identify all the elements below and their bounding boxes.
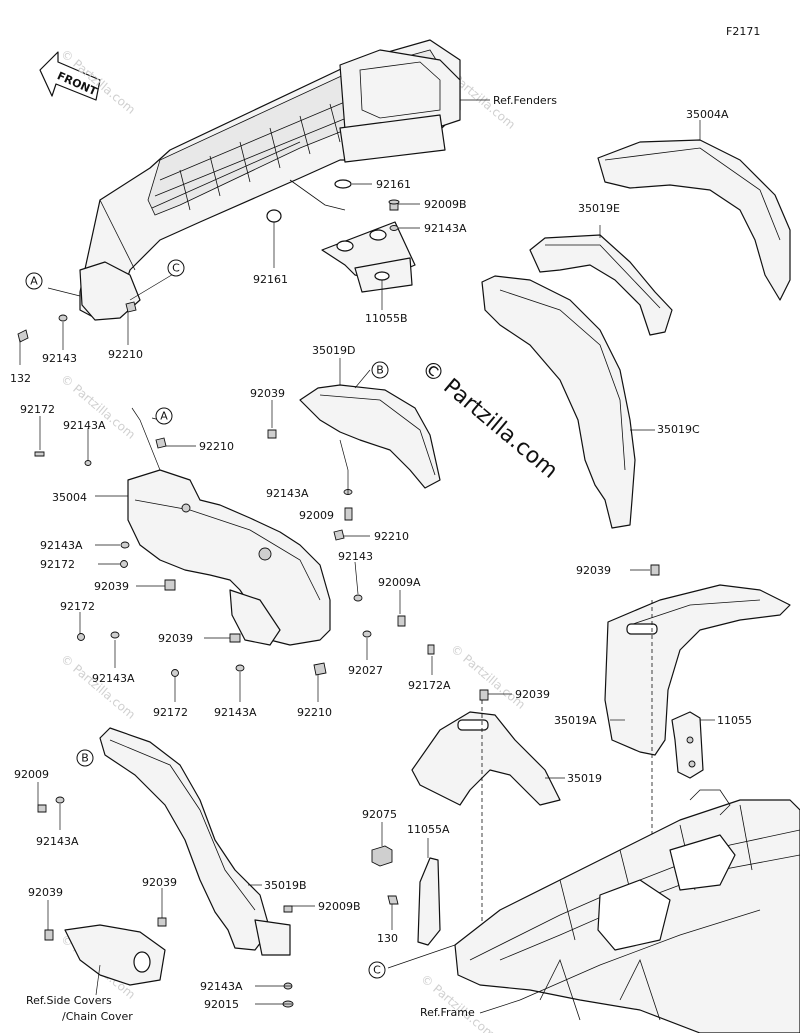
part-label: 92143A [214, 706, 257, 719]
part-label: 92143A [424, 222, 467, 235]
part-label: 92143A [266, 487, 309, 500]
part-label: 92009B [318, 900, 361, 913]
watermark-main: © Partzilla.com [416, 355, 562, 483]
part-label: 11055B [365, 312, 408, 325]
hardware-items [17, 301, 660, 1008]
part-label: 92143A [92, 672, 135, 685]
part-label: 92143A [36, 835, 79, 848]
svg-text:B: B [81, 752, 89, 765]
callout-b-bottom: B [76, 749, 94, 767]
part-labels: 35004A 35019E 35019C 35019D 35004 35019A… [10, 108, 752, 1011]
fender-35004a [597, 139, 791, 301]
part-label: 35019E [578, 202, 620, 215]
fender-35019b [99, 727, 271, 951]
part-label: 92143A [40, 539, 83, 552]
svg-text:A: A [30, 275, 38, 288]
part-label: 92075 [362, 808, 397, 821]
ref-chain-cover: /Chain Cover [62, 1010, 133, 1023]
fender-35019d [299, 384, 441, 489]
ref-fenders: Ref.Fenders [493, 94, 557, 107]
part-label: 92015 [204, 998, 239, 1011]
part-label: 92143A [63, 419, 106, 432]
ref-side-covers: Ref.Side Covers [26, 994, 112, 1007]
bracket-11055b [289, 179, 416, 293]
part-label: 92172A [408, 679, 451, 692]
part-label: 92009A [378, 576, 421, 589]
callout-c-bottom: C [368, 961, 386, 979]
part-label: 92039 [94, 580, 129, 593]
part-label: 35004A [686, 108, 729, 121]
part-label: 92143 [42, 352, 77, 365]
part-label: 92172 [20, 403, 55, 416]
fender-35019e [529, 234, 673, 336]
part-label: 11055A [407, 823, 450, 836]
svg-text:B: B [376, 364, 384, 377]
fender-35019 [411, 711, 561, 806]
part-label: 92161 [376, 178, 411, 191]
part-label: 132 [10, 372, 31, 385]
part-label: 130 [377, 932, 398, 945]
fender-35019c [481, 275, 636, 529]
part-label: 92009 [14, 768, 49, 781]
ref-frame: Ref.Frame [420, 1006, 475, 1019]
part-label: 92039 [576, 564, 611, 577]
front-grille-assembly [79, 39, 461, 321]
part-label: 92027 [348, 664, 383, 677]
part-label: 35019 [567, 772, 602, 785]
svg-text:C: C [172, 262, 180, 275]
part-label: 92172 [40, 558, 75, 571]
part-label: 92172 [153, 706, 188, 719]
part-label: 92009 [299, 509, 334, 522]
watermark-faint: © Partzilla.com [58, 652, 138, 722]
part-label: 92210 [199, 440, 234, 453]
diagram-code: F2171 [726, 25, 760, 38]
part-label: 92039 [28, 886, 63, 899]
fender-35004 [127, 469, 331, 646]
callout-b-mid: B [371, 361, 389, 379]
part-label: 92143 [338, 550, 373, 563]
callout-c-top: C [167, 259, 185, 277]
leader-lines [19, 99, 715, 1014]
part-label: 92143A [200, 980, 243, 993]
washer-92161 [266, 209, 282, 223]
part-label: 92161 [253, 273, 288, 286]
part-label: 92039 [250, 387, 285, 400]
washer-92143a [389, 225, 399, 231]
part-label: 11055 [717, 714, 752, 727]
part-label: 92039 [515, 688, 550, 701]
callout-a-top: A [25, 272, 43, 290]
part-label: 92009B [424, 198, 467, 211]
svg-text:A: A [160, 410, 168, 423]
part-label: 92210 [108, 348, 143, 361]
part-label: 35019B [264, 879, 307, 892]
washer-92161 [334, 179, 352, 189]
grommet-92075 [371, 845, 393, 867]
watermark-faint: © Partzilla.com [448, 642, 528, 712]
part-label: 35019A [554, 714, 597, 727]
side-cover-piece [64, 924, 166, 986]
bolt-92009b [388, 199, 400, 211]
svg-text:C: C [373, 964, 381, 977]
part-label: 35004 [52, 491, 87, 504]
vehicle-frame [454, 789, 800, 1033]
part-label: 92039 [158, 632, 193, 645]
part-label: 92210 [374, 530, 409, 543]
part-label: 92039 [142, 876, 177, 889]
part-label: 35019D [312, 344, 355, 357]
part-label: 35019C [657, 423, 700, 436]
callout-a-mid: A [155, 407, 173, 425]
bracket-11055 [671, 711, 704, 779]
part-label: 92210 [297, 706, 332, 719]
part-label: 92172 [60, 600, 95, 613]
bracket-11055a [417, 857, 441, 946]
